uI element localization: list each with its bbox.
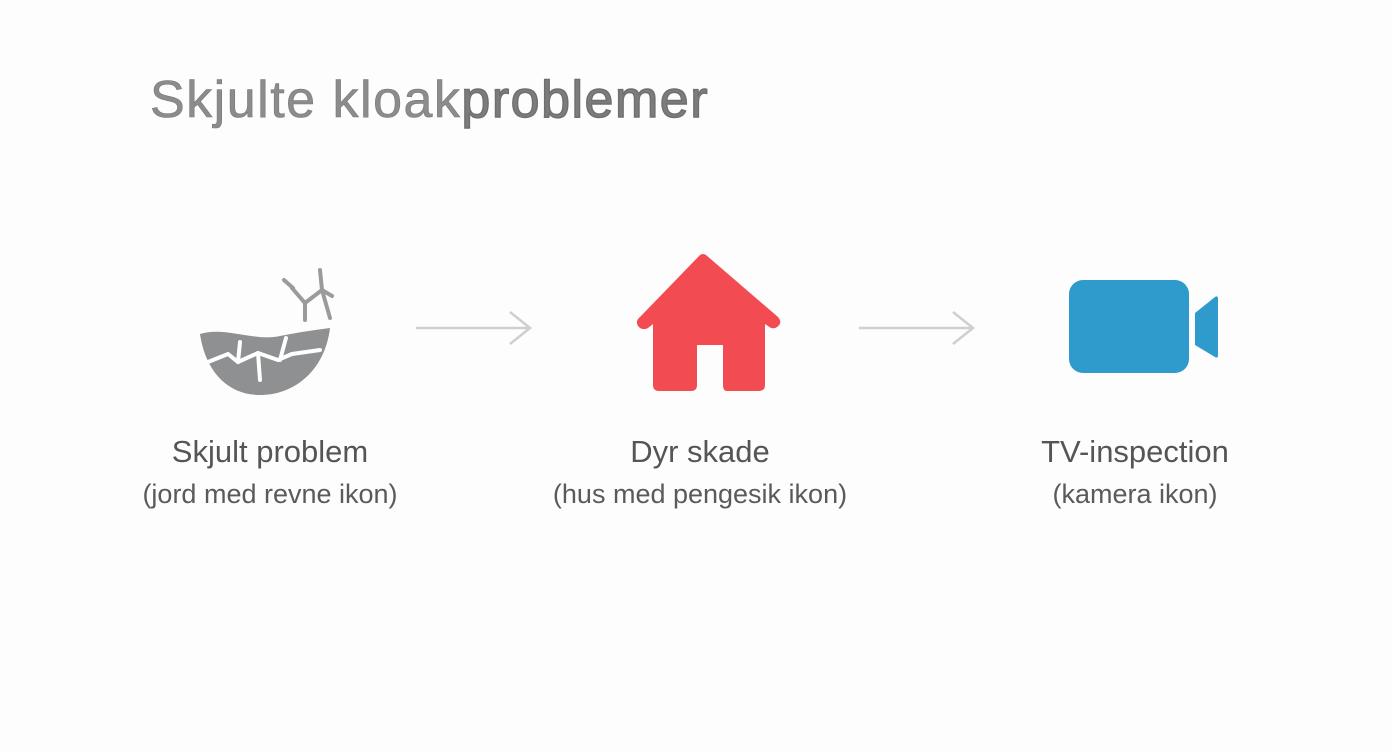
cracked-ground-icon [80, 240, 460, 410]
title-bold: problemer [461, 70, 710, 129]
step-label: TV-inspection [1041, 434, 1229, 469]
step-hidden-problem: Skjult problem (jord med revne ikon) [80, 240, 460, 514]
arrow-right-icon [416, 311, 533, 345]
house-icon [510, 240, 890, 410]
step-tv-inspection: TV-inspection (kamera ikon) [945, 240, 1325, 514]
step-costly-damage: Dyr skade (hus med pengesik ikon) [510, 240, 890, 514]
title-light: Skjulte kloak [150, 71, 462, 130]
diagram-title: Skjulte kloakproblemer [150, 70, 709, 130]
step-sublabel: (hus med pengesik ikon) [552, 479, 848, 509]
step-label: Skjult problem [171, 434, 369, 469]
step-label: Dyr skade [630, 434, 770, 469]
step-sublabel: (jord med revne ikon) [142, 479, 398, 509]
arrow-right-icon [859, 311, 976, 345]
step-sublabel: (kamera ikon) [1052, 479, 1218, 509]
video-camera-icon [945, 240, 1325, 410]
